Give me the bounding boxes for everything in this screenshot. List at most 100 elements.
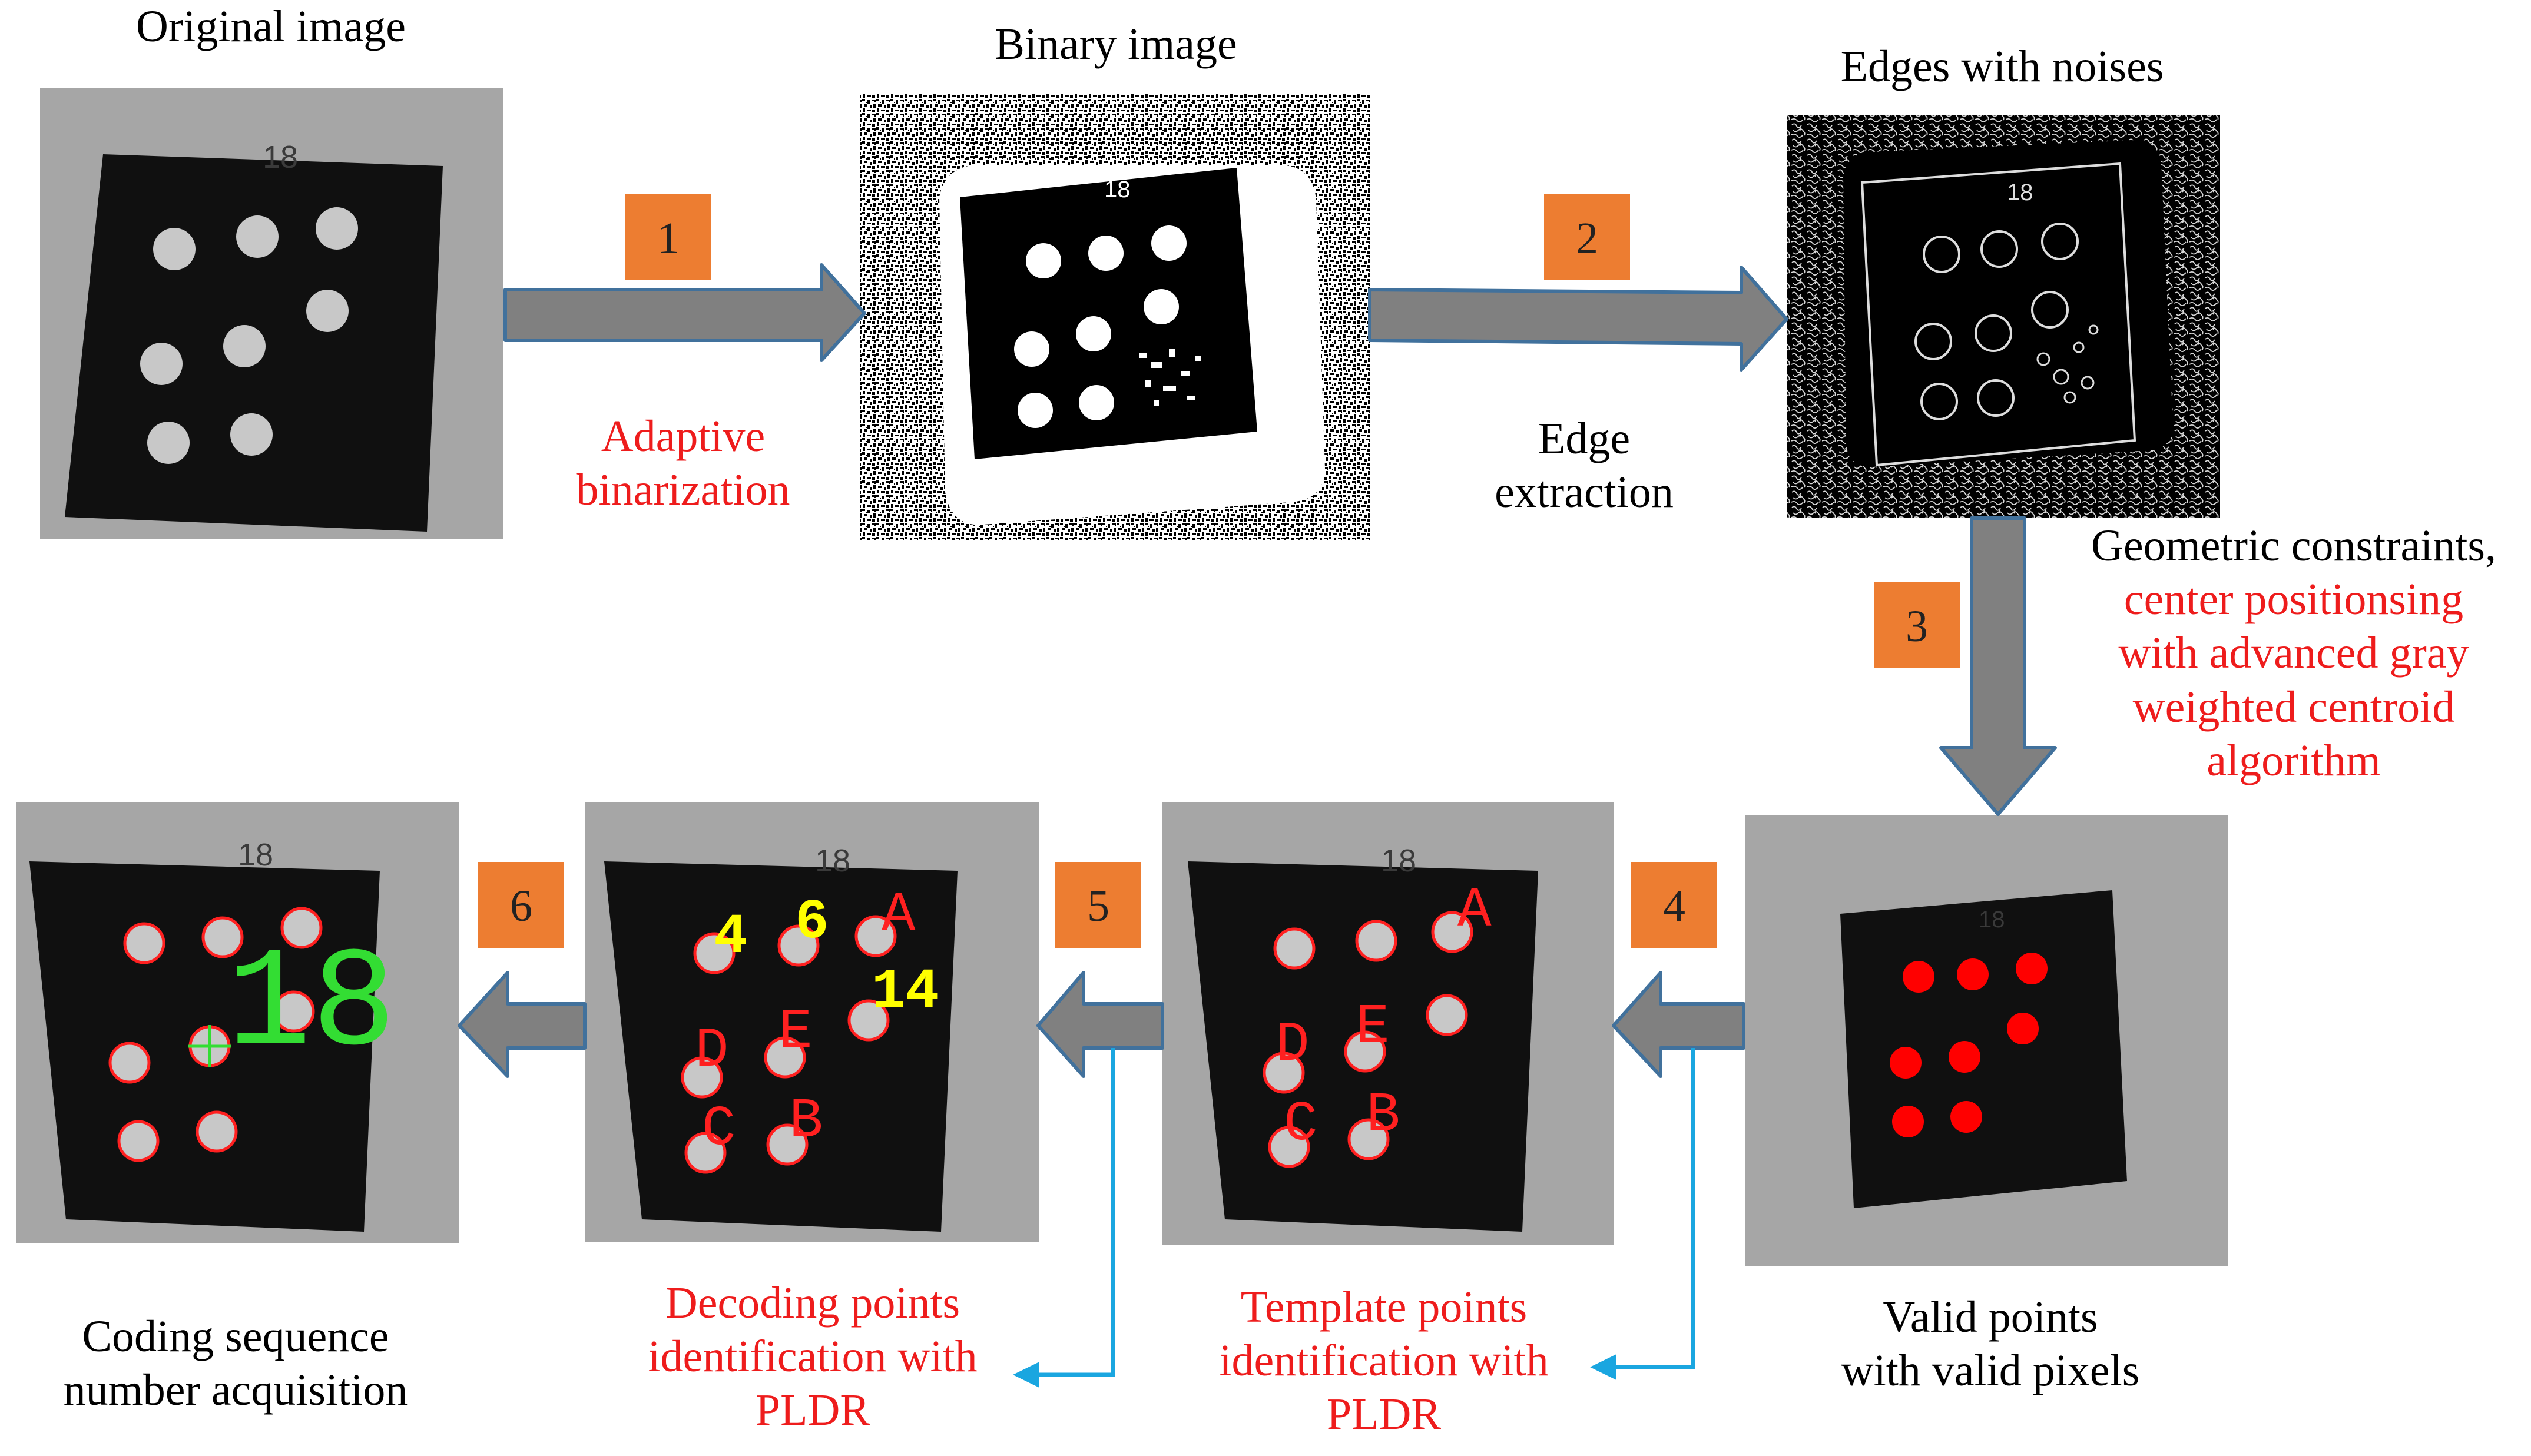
template-points-caption-line2: identification with: [1219, 1336, 1549, 1386]
decoding-points-panel: A D E C B 4 6 14: [585, 802, 1039, 1242]
template-points-dots: [1263, 911, 1473, 1168]
template-label-d: D: [1276, 1013, 1310, 1077]
original-board-number: 18: [263, 140, 298, 175]
step-3-label-line3: with advanced gray: [2118, 628, 2469, 678]
decoding-label-c: C: [702, 1097, 736, 1161]
board-numbers: 18 18 18 18 18 18 18: [238, 140, 2033, 933]
step-1-label-line1: Adaptive: [601, 412, 766, 461]
step-box-2: [1542, 192, 1632, 283]
edges-image-board-outline: [1860, 162, 2136, 467]
decoding-board-number: 18: [815, 843, 850, 878]
coding-sequence-caption-line2: number acquisition: [63, 1365, 408, 1415]
edges-board-number: 18: [2007, 180, 2033, 205]
pipeline-arrows: [458, 263, 2057, 1078]
step-number-4: 4: [1663, 881, 1685, 931]
template-label-b: B: [1366, 1083, 1400, 1147]
edges-image-title: Edges with noises: [1840, 42, 2164, 91]
step-3-label-line5: algorithm: [2207, 735, 2381, 785]
binary-image-panel: [860, 94, 1370, 540]
arrow-step-3: [1939, 516, 2057, 816]
coding-sequence-dots: [108, 907, 323, 1162]
original-image-title: Original image: [136, 2, 406, 51]
decoding-label-14: 14: [872, 960, 939, 1024]
edges-image-panel: [1787, 115, 2220, 518]
template-points-caption-line1: Template points: [1240, 1282, 1528, 1332]
step-number-6: 6: [510, 881, 532, 931]
decoding-label-b: B: [789, 1089, 823, 1153]
template-points-caption: Template points identification with PLDR: [1172, 1281, 1596, 1442]
blue-pointer-template-head: [1590, 1354, 1616, 1380]
step-2-label-line2: extraction: [1495, 467, 1674, 518]
step-number-5: 5: [1087, 881, 1109, 931]
coding-sequence-number: 18: [227, 926, 396, 1086]
decoding-points-caption-line1: Decoding points: [665, 1278, 960, 1328]
valid-points-board: [1840, 890, 2127, 1208]
blue-pointer-template: [1614, 1048, 1695, 1369]
decoding-points-yellow-labels: 4 6 14: [714, 890, 939, 1024]
binary-board-number: 18: [1104, 177, 1131, 203]
template-label-a: A: [1457, 878, 1492, 943]
decoding-points-caption-line2: identification with: [648, 1332, 978, 1382]
step-number-2: 2: [1576, 214, 1598, 263]
template-label-c: C: [1284, 1092, 1318, 1156]
valid-points-caption-line2: with valid pixels: [1841, 1346, 2140, 1396]
blue-pointer-decoding: [1036, 1048, 1115, 1377]
decoding-points-red-labels: A D E C B: [695, 883, 916, 1161]
template-board-number: 18: [1381, 843, 1416, 878]
coding-sequence-crosshair: [188, 1025, 231, 1067]
binary-image-dots: [1014, 225, 1187, 428]
step-1-label-line2: binarization: [576, 465, 790, 515]
coding-sequence-caption-line1: Coding sequence: [82, 1312, 389, 1361]
decoding-label-a: A: [882, 883, 916, 947]
decoding-label-e: E: [778, 1000, 813, 1064]
edges-image-noise-blob: [2036, 324, 2099, 404]
step-box-1: [623, 192, 714, 283]
step-2-label-line1: Edge: [1538, 414, 1631, 463]
binary-image-noise-blob: [1139, 349, 1201, 406]
arrow-step-2: [1368, 266, 1788, 372]
coding-sequence-panel: 18: [16, 802, 459, 1243]
blue-pointer-heads: [1013, 1354, 1616, 1388]
template-label-e: E: [1356, 995, 1390, 1059]
valid-points-dots: [1890, 953, 2048, 1137]
valid-points-caption: Valid points with valid pixels: [1802, 1291, 2179, 1398]
edges-image-dark-border: [1843, 140, 2173, 467]
step-boxes: [476, 192, 1962, 950]
step-box-4: [1629, 860, 1720, 950]
original-image-dots: [140, 207, 358, 464]
step-number-3: 3: [1906, 602, 1928, 651]
blue-pointers: [1036, 1048, 1695, 1377]
decoding-points-dots: [681, 915, 897, 1174]
valid-board-number: 18: [1979, 907, 2005, 933]
arrow-step-5: [1036, 971, 1164, 1078]
step-3-label-line2: center positionsing: [2123, 575, 2464, 625]
blue-pointer-decoding-head: [1013, 1362, 1039, 1388]
template-points-panel: A D E C B: [1162, 802, 1614, 1245]
original-image-panel: [40, 88, 503, 539]
step-1-label: Adaptive binarization: [548, 410, 819, 517]
decoding-label-d: D: [695, 1019, 729, 1083]
step-3-label-line1: Geometric constraints,: [2091, 521, 2496, 571]
step-2-label: Edge extraction: [1455, 412, 1714, 519]
decoding-points-caption: Decoding points identification with PLDR: [601, 1276, 1025, 1438]
valid-points-caption-line1: Valid points: [1883, 1292, 2098, 1342]
decoding-label-6: 6: [795, 890, 829, 954]
arrow-step-6: [458, 971, 587, 1078]
coding-board-number: 18: [238, 837, 273, 873]
valid-points-panel: [1745, 815, 2228, 1266]
step-box-5: [1053, 860, 1144, 950]
step-number-1: 1: [657, 214, 680, 263]
step-3-label-line4: weighted centroid: [2132, 682, 2455, 732]
edges-image-dot-outlines: [1914, 223, 2079, 420]
step-box-6: [476, 860, 567, 950]
template-points-labels: A D E C B: [1276, 878, 1492, 1156]
decoding-label-4: 4: [714, 905, 748, 969]
step-box-3: [1871, 580, 1962, 671]
template-points-caption-line3: PLDR: [1326, 1389, 1442, 1440]
decoding-points-caption-line3: PLDR: [755, 1385, 870, 1435]
binary-image-title: Binary image: [995, 19, 1237, 69]
arrow-step-4: [1612, 971, 1745, 1078]
arrow-step-1: [503, 263, 866, 362]
coding-sequence-caption: Coding sequence number acquisition: [24, 1310, 448, 1417]
